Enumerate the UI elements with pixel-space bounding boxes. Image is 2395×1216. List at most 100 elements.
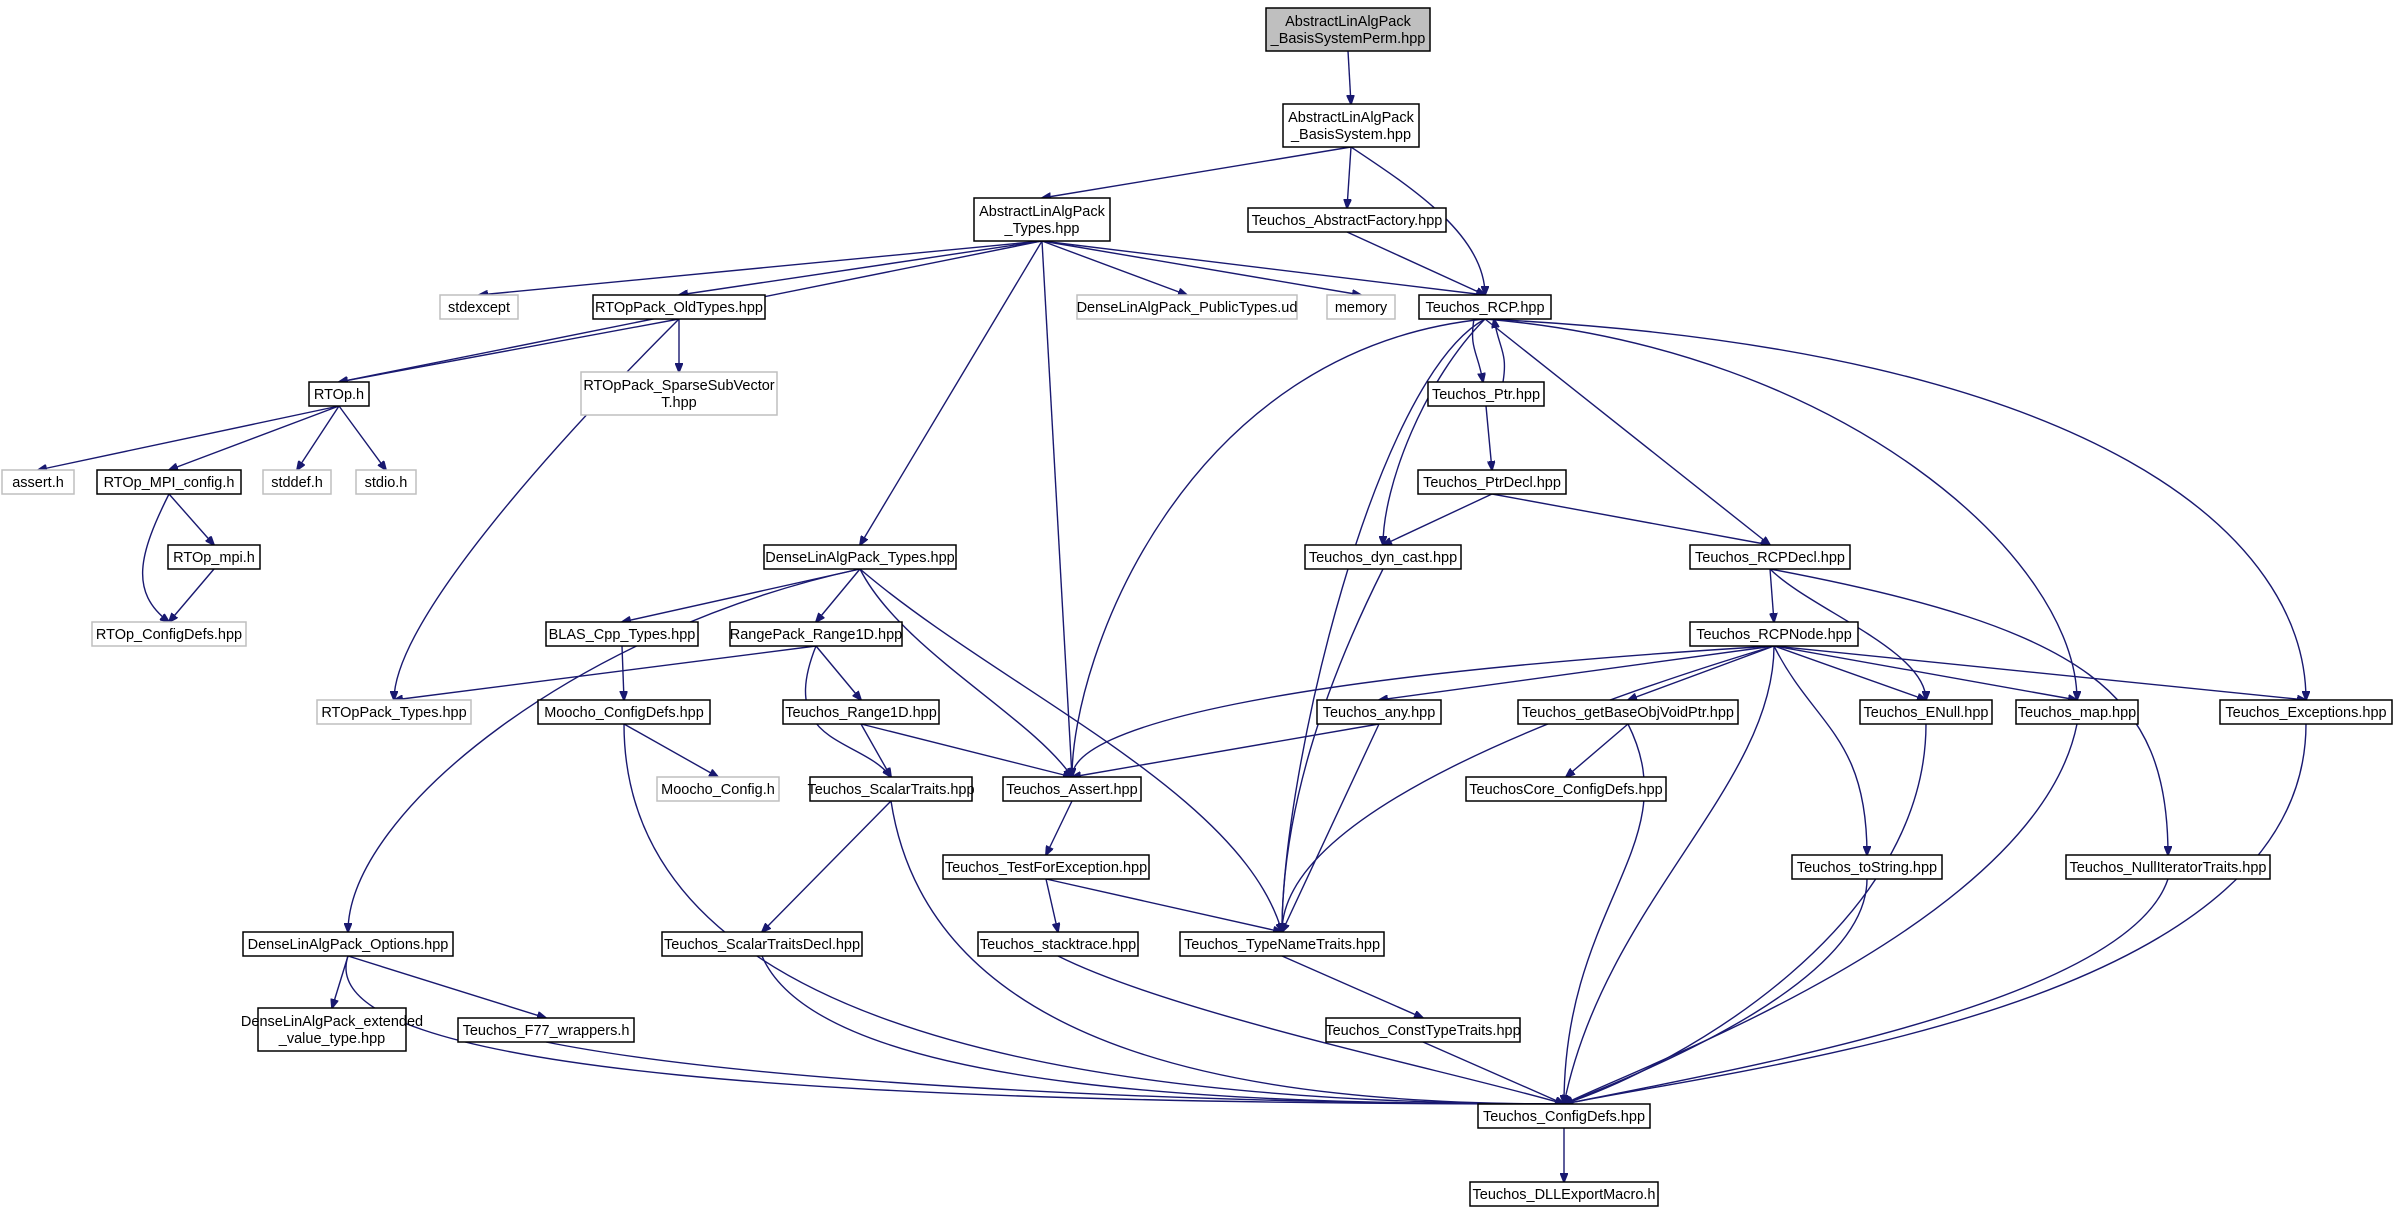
node-box	[308, 381, 370, 407]
node-ptrdecl[interactable]: Teuchos_PtrDecl.hpp	[1417, 469, 1567, 495]
node-label: Moocho_Config.h	[661, 782, 775, 798]
node-stdexcept[interactable]: stdexcept	[439, 294, 519, 320]
node-exceptions[interactable]: Teuchos_Exceptions.hpp	[2219, 699, 2393, 725]
node-memory[interactable]: memory	[1326, 294, 1396, 320]
node-dlaoptions[interactable]: DenseLinAlgPack_Options.hpp	[242, 931, 454, 957]
node-box	[1689, 544, 1851, 570]
node-box	[1304, 544, 1462, 570]
node-dll[interactable]: Teuchos_DLLExportMacro.h	[1469, 1181, 1659, 1207]
edge-f77-to-cfgdefs	[545, 1041, 1564, 1104]
edge-dlatypes-to-assert	[859, 568, 1072, 777]
node-box	[1247, 207, 1447, 233]
node-label: Teuchos_ENull.hpp	[1864, 705, 1989, 721]
node-stdecl[interactable]: Teuchos_ScalarTraitsDecl.hpp	[661, 931, 863, 957]
node-ptr[interactable]: Teuchos_Ptr.hpp	[1427, 381, 1545, 407]
node-box	[1002, 776, 1142, 802]
node-rcpdecl[interactable]: Teuchos_RCPDecl.hpp	[1689, 544, 1851, 570]
edge-root-to-bs	[1348, 50, 1351, 104]
node-enull[interactable]: Teuchos_ENull.hpp	[1859, 699, 1993, 725]
edge-rcpdecl-to-enull	[1769, 568, 1926, 700]
edge-range-to-rtoppacktypes	[394, 645, 817, 700]
node-rtoppacktypes[interactable]: RTOpPack_Types.hpp	[316, 699, 472, 725]
edge-rcp-to-rcpdecl	[1484, 318, 1770, 545]
edge-rcp-to-ptr	[1471, 318, 1483, 382]
node-box	[977, 931, 1139, 957]
node-trange[interactable]: Teuchos_Range1D.hpp	[782, 699, 940, 725]
node-bs[interactable]: AbstractLinAlgPack_BasisSystem.hpp	[1282, 103, 1420, 148]
node-dlapub[interactable]: DenseLinAlgPack_PublicTypes.ud	[1076, 294, 1298, 320]
node-tfe[interactable]: Teuchos_TestForException.hpp	[942, 854, 1150, 880]
node-rcp[interactable]: Teuchos_RCP.hpp	[1418, 294, 1552, 320]
node-root[interactable]: AbstractLinAlgPack_BasisSystemPerm.hpp	[1265, 7, 1431, 52]
node-label: DenseLinAlgPack_Options.hpp	[248, 937, 449, 953]
node-rtoph[interactable]: RTOp.h	[308, 381, 370, 407]
node-label: Teuchos_map.hpp	[2018, 705, 2137, 721]
edge-bs-to-types	[1042, 146, 1352, 198]
edge-nulliter-to-cfgdefs	[1564, 878, 2169, 1104]
node-box	[1417, 469, 1567, 495]
node-extval[interactable]: DenseLinAlgPack_extended_value_type.hpp	[241, 1007, 423, 1052]
node-typename[interactable]: Teuchos_TypeNameTraits.hpp	[1179, 931, 1385, 957]
node-box	[355, 469, 417, 495]
node-dyncast[interactable]: Teuchos_dyn_cast.hpp	[1304, 544, 1462, 570]
node-dlatypes[interactable]: DenseLinAlgPack_Types.hpp	[763, 544, 957, 570]
edge-types-to-dlapub	[1041, 240, 1187, 295]
node-consttype[interactable]: Teuchos_ConstTypeTraits.hpp	[1325, 1017, 1521, 1043]
node-box	[580, 371, 778, 416]
node-tostring[interactable]: Teuchos_toString.hpp	[1791, 854, 1943, 880]
node-asserth[interactable]: assert.h	[1, 469, 75, 495]
node-getbase[interactable]: Teuchos_getBaseObjVoidPtr.hpp	[1517, 699, 1739, 725]
node-label: Teuchos_ScalarTraits.hpp	[807, 782, 974, 798]
node-label: assert.h	[12, 475, 64, 491]
edge-rcp-to-exceptions	[1484, 318, 2306, 700]
node-box	[1282, 103, 1420, 148]
node-types[interactable]: AbstractLinAlgPack_Types.hpp	[973, 197, 1111, 242]
node-mpiconfig[interactable]: RTOp_MPI_config.h	[96, 469, 242, 495]
node-box	[1, 469, 75, 495]
node-box	[661, 931, 863, 957]
node-label: Teuchos_getBaseObjVoidPtr.hpp	[1522, 705, 1734, 721]
node-box	[1427, 381, 1545, 407]
edge-stacktrace-to-cfgdefs	[1057, 955, 1564, 1104]
node-moochocfgdefs[interactable]: Moocho_ConfigDefs.hpp	[537, 699, 711, 725]
node-stddef[interactable]: stddef.h	[262, 469, 332, 495]
edge-rcp-to-map	[1484, 318, 2077, 700]
node-assert[interactable]: Teuchos_Assert.hpp	[1002, 776, 1142, 802]
node-rcpnode[interactable]: Teuchos_RCPNode.hpp	[1689, 621, 1859, 647]
edge-tfe-to-typename	[1045, 878, 1282, 932]
node-stacktrace[interactable]: Teuchos_stacktrace.hpp	[977, 931, 1139, 957]
node-corecfg[interactable]: TeuchosCore_ConfigDefs.hpp	[1465, 776, 1667, 802]
node-stdio[interactable]: stdio.h	[355, 469, 417, 495]
node-absfac[interactable]: Teuchos_AbstractFactory.hpp	[1247, 207, 1447, 233]
node-moochocfg[interactable]: Moocho_Config.h	[656, 776, 780, 802]
node-cfgdefs[interactable]: Teuchos_ConfigDefs.hpp	[1477, 1103, 1651, 1129]
node-any[interactable]: Teuchos_any.hpp	[1316, 699, 1442, 725]
node-label: _BasisSystemPerm.hpp	[1270, 31, 1426, 47]
node-mpih[interactable]: RTOp_mpi.h	[167, 544, 261, 570]
node-blas[interactable]: BLAS_Cpp_Types.hpp	[545, 621, 699, 647]
edge-rtoph-to-mpiconfig	[169, 405, 340, 470]
edge-types-to-stdexcept	[479, 240, 1043, 295]
node-label: Teuchos_F77_wrappers.h	[463, 1023, 630, 1039]
node-f77[interactable]: Teuchos_F77_wrappers.h	[457, 1017, 635, 1043]
node-box	[316, 699, 472, 725]
node-oldtypes[interactable]: RTOpPack_OldTypes.hpp	[592, 294, 766, 320]
node-label: AbstractLinAlgPack	[1288, 110, 1414, 126]
edge-trange-to-assert	[860, 723, 1072, 777]
node-label: Teuchos_PtrDecl.hpp	[1423, 475, 1561, 491]
edge-types-to-assert	[1041, 240, 1072, 777]
node-box	[96, 469, 242, 495]
node-nulliter[interactable]: Teuchos_NullIteratorTraits.hpp	[2065, 854, 2271, 880]
dependency-edges	[38, 50, 2306, 1182]
node-range[interactable]: RangePack_Range1D.hpp	[729, 621, 903, 647]
node-scalartraits[interactable]: Teuchos_ScalarTraits.hpp	[807, 776, 975, 802]
node-map[interactable]: Teuchos_map.hpp	[2015, 699, 2139, 725]
node-label: DenseLinAlgPack_PublicTypes.ud	[1077, 300, 1298, 316]
node-rtopcfg[interactable]: RTOp_ConfigDefs.hpp	[91, 621, 247, 647]
edge-absfac-to-rcp	[1346, 231, 1485, 295]
edge-any-to-assert	[1072, 723, 1380, 777]
edge-scalartraits-to-stdecl	[762, 800, 892, 932]
node-label: Teuchos_Assert.hpp	[1006, 782, 1137, 798]
